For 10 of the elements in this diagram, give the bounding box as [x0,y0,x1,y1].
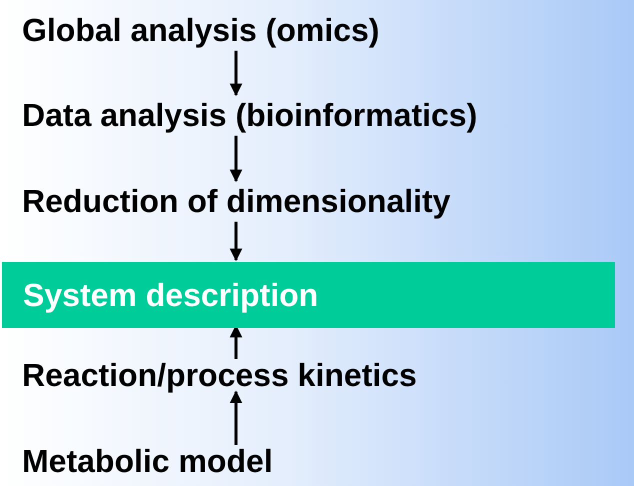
arrow [230,50,242,96]
arrow [230,222,242,262]
step-text: Global analysis (omics) [22,12,380,49]
step-text: Data analysis (bioinformatics) [22,97,478,134]
step-text: Metabolic model [22,443,273,480]
step-text: Reduction of dimensionality [22,183,450,220]
highlight-box: System description [2,262,615,328]
arrow [230,136,242,182]
step-text: Reaction/process kinetics [22,357,417,394]
arrow [230,390,242,445]
